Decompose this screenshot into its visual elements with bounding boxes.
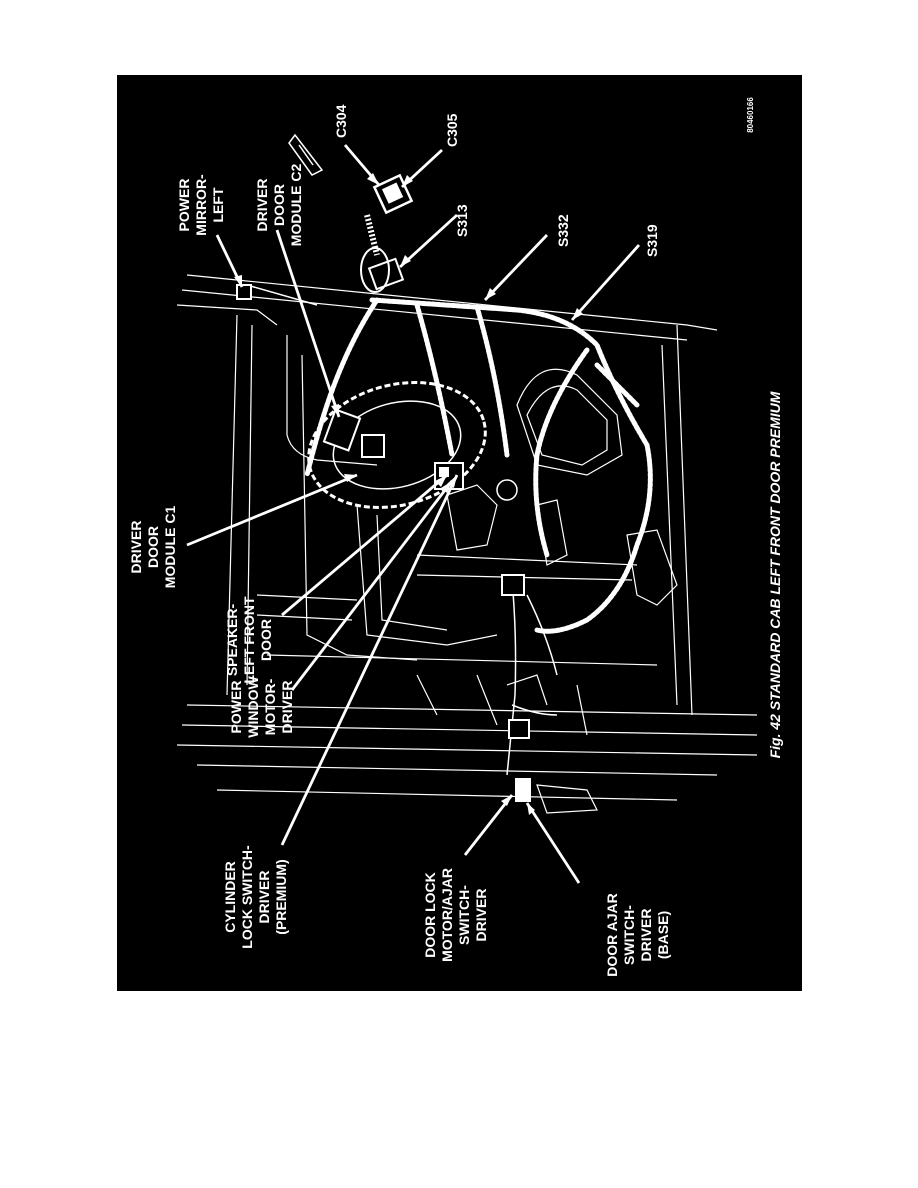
callout-c305: C305 (444, 113, 460, 147)
callout-door-lock-motor-ajar-switch: DOOR LOCK MOTOR/AJAR SWITCH- DRIVER (422, 868, 489, 962)
callout-s332: S332 (555, 214, 571, 247)
svg-text:POWER: POWER (176, 179, 192, 232)
svg-text:(PREMIUM): (PREMIUM) (273, 859, 289, 934)
svg-text:DRIVER: DRIVER (254, 179, 270, 232)
leader-arrowheads (234, 173, 583, 815)
figure-ref-code: 80460166 (746, 97, 755, 133)
callout-cylinder-lock-switch: CYLINDER LOCK SWITCH- DRIVER (PREMIUM) (222, 845, 289, 949)
thin-wires (246, 284, 558, 776)
svg-text:MOTOR/AJAR: MOTOR/AJAR (439, 868, 455, 962)
door-wiring-illustration: C304 C305 POWER MIRROR- LEFT DRIVER DOOR… (128, 97, 783, 977)
svg-text:DRIVER: DRIVER (128, 521, 144, 574)
svg-text:LEFT FRONT: LEFT FRONT (241, 596, 257, 684)
svg-text:MODULE C2: MODULE C2 (288, 164, 304, 247)
svg-text:DRIVER: DRIVER (279, 681, 295, 734)
svg-text:MODULE C1: MODULE C1 (162, 506, 178, 589)
svg-text:DOOR: DOOR (258, 619, 274, 661)
svg-text:SWITCH-: SWITCH- (621, 905, 637, 965)
callout-s313: S313 (454, 204, 470, 237)
door-grommet (360, 247, 390, 293)
svg-text:LEFT: LEFT (210, 187, 226, 222)
svg-text:CYLINDER: CYLINDER (222, 861, 238, 933)
svg-text:DOOR LOCK: DOOR LOCK (422, 872, 438, 958)
svg-text:DOOR AJAR: DOOR AJAR (604, 893, 620, 977)
svg-text:DRIVER: DRIVER (256, 871, 272, 924)
callout-driver-door-module-c2: DRIVER DOOR MODULE C2 (254, 164, 304, 247)
wiring-diagram-panel: C304 C305 POWER MIRROR- LEFT DRIVER DOOR… (117, 75, 802, 991)
wiring-harness (304, 297, 653, 634)
callout-speaker-left-front-door: SPEAKER- LEFT FRONT DOOR (224, 596, 274, 684)
label-c304: C304 (333, 104, 349, 138)
svg-text:MOTOR-: MOTOR- (262, 678, 278, 735)
figure-caption: Fig. 42 STANDARD CAB LEFT FRONT DOOR PRE… (767, 391, 783, 758)
svg-text:POWER: POWER (228, 681, 244, 734)
svg-text:LOCK SWITCH-: LOCK SWITCH- (239, 845, 255, 949)
label-c305: C305 (444, 113, 460, 147)
speaker-opening (307, 381, 518, 509)
callout-power-mirror: POWER MIRROR- LEFT (176, 174, 226, 236)
svg-text:DOOR: DOOR (145, 526, 161, 568)
callout-driver-door-module-c1: DRIVER DOOR MODULE C1 (128, 506, 178, 589)
svg-text:MIRROR-: MIRROR- (193, 174, 209, 236)
callout-door-ajar-switch: DOOR AJAR SWITCH- DRIVER (BASE) (604, 893, 671, 977)
callout-c304: C304 (333, 104, 349, 138)
direction-arrow-graphic (288, 133, 324, 176)
svg-text:SWITCH-: SWITCH- (456, 885, 472, 945)
callout-s319: S319 (644, 224, 660, 257)
svg-text:S319: S319 (644, 224, 660, 257)
svg-text:S313: S313 (454, 204, 470, 237)
svg-text:S332: S332 (555, 214, 571, 247)
svg-text:SPEAKER-: SPEAKER- (224, 603, 240, 676)
svg-text:DOOR: DOOR (271, 184, 287, 226)
svg-text:WINDOW: WINDOW (245, 676, 261, 738)
callout-power-window-motor-driver: POWER WINDOW MOTOR- DRIVER (228, 676, 295, 738)
svg-text:DRIVER: DRIVER (638, 909, 654, 962)
svg-text:(BASE): (BASE) (655, 911, 671, 959)
connectors (236, 173, 531, 802)
svg-text:DRIVER: DRIVER (473, 889, 489, 942)
